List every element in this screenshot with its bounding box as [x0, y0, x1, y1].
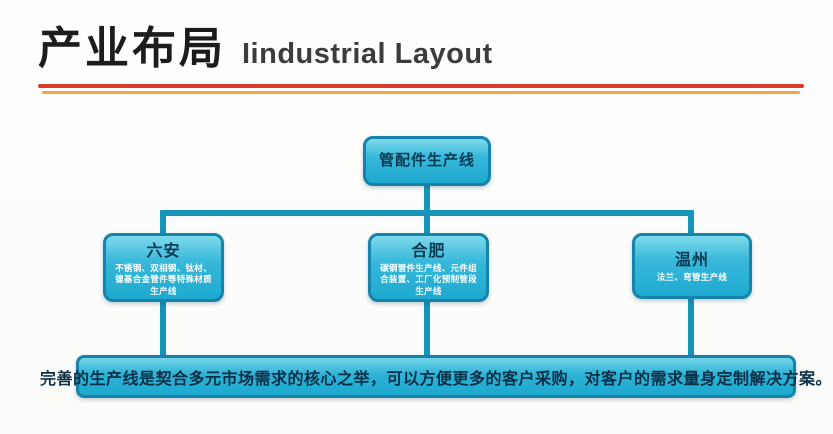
node-hefei-desc: 碳钢管件生产线、元件组合装置、工厂化预制管段生产线 — [380, 262, 477, 296]
divider-orange-line — [42, 91, 800, 94]
page-title-en: Iindustrial Layout — [242, 38, 493, 70]
node-wenzhou-city: 温州 — [674, 251, 709, 269]
connector-middle-drop — [424, 212, 430, 236]
node-luan-desc: 不锈钢、双相钢、钛材、镍基合金管件等特殊材质生产线 — [115, 262, 212, 296]
node-root-label: 管配件生产线 — [378, 152, 475, 169]
node-luan: 六安 不锈钢、双相钢、钛材、镍基合金管件等特殊材质生产线 — [103, 233, 224, 302]
node-hefei: 合肥 碳钢管件生产线、元件组合装置、工厂化预制管段生产线 — [368, 233, 489, 302]
node-root-production-line: 管配件生产线 — [363, 136, 491, 186]
divider-red-line — [38, 84, 804, 88]
node-hefei-city: 合肥 — [411, 242, 446, 260]
connector-left-drop — [160, 212, 166, 236]
summary-bar: 完善的生产线是契合多元市场需求的核心之举，可以方便更多的客户采购，对客户的需求量… — [40, 355, 832, 398]
node-wenzhou-desc: 法兰、弯管生产线 — [656, 271, 728, 282]
page-title-zh: 产业布局 — [38, 24, 226, 73]
connector-middle-to-summary — [424, 299, 430, 357]
connector-right-to-summary — [688, 297, 694, 357]
connector-left-to-summary — [160, 299, 166, 357]
node-wenzhou: 温州 法兰、弯管生产线 — [632, 233, 752, 299]
connector-root-vertical — [424, 184, 430, 214]
node-luan-city: 六安 — [146, 242, 181, 260]
connector-right-drop — [688, 212, 694, 236]
page-title: 产业布局 Iindustrial Layout — [38, 12, 493, 76]
